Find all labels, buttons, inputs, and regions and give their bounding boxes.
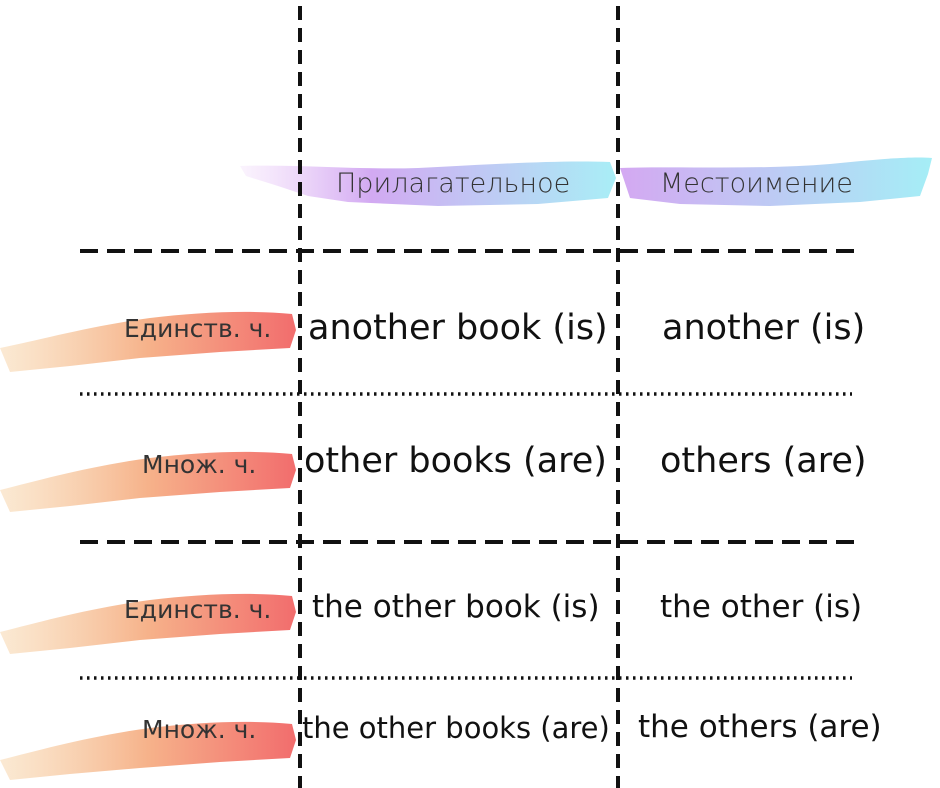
cell-adjective: other books (are) (304, 441, 607, 481)
row-brush-4 (0, 721, 296, 780)
row-label: Единств. ч. (124, 314, 272, 343)
row-brush-3 (0, 593, 296, 654)
row-brush-1 (0, 311, 296, 372)
row-label: Множ. ч. (142, 450, 257, 479)
cell-adjective: the other book (is) (312, 589, 600, 625)
row-label: Единств. ч. (124, 595, 272, 624)
header-brush-pronoun (620, 157, 932, 206)
cell-adjective: the other books (are) (302, 711, 610, 745)
cell-pronoun: the others (are) (638, 709, 882, 745)
column-header-adjective: Прилагательное (336, 168, 571, 199)
cell-adjective: another book (is) (308, 308, 608, 348)
cell-pronoun: another (is) (662, 308, 866, 348)
cell-pronoun: others (are) (660, 441, 867, 481)
header-brush-adjective (240, 161, 616, 206)
row-label: Множ. ч. (142, 715, 257, 744)
row-brush-2 (0, 451, 296, 512)
column-header-pronoun: Местоимение (660, 168, 853, 199)
cell-pronoun: the other (is) (660, 589, 863, 625)
